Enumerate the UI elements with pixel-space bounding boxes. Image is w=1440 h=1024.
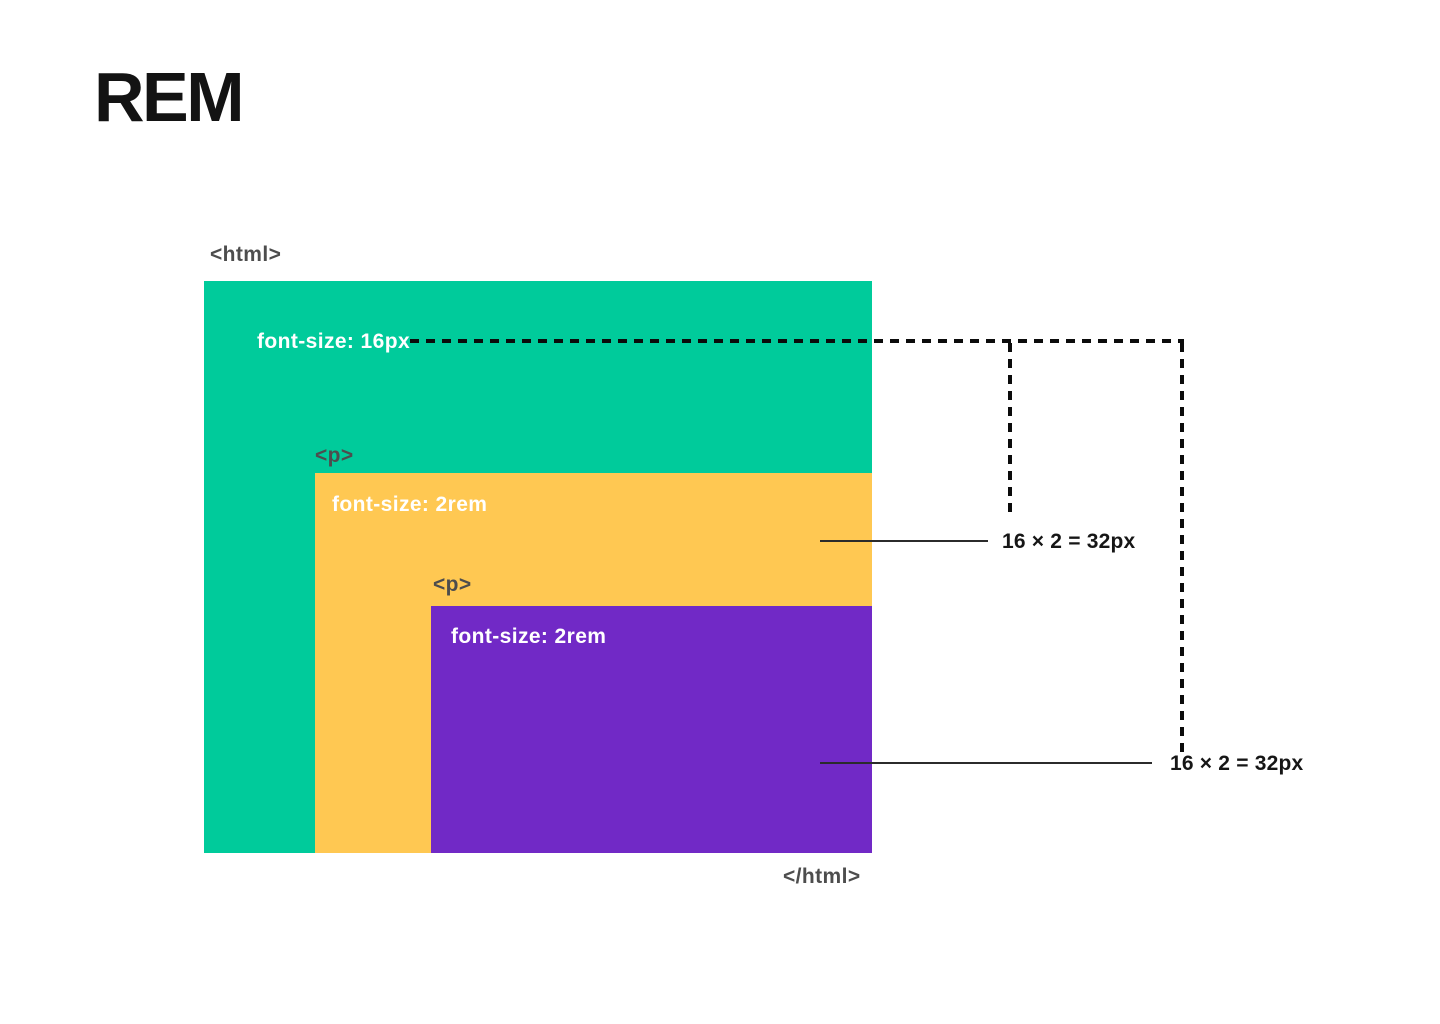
pointer-line-p1 xyxy=(820,540,988,542)
p2-font-size-text: font-size: 2rem xyxy=(451,625,607,648)
annotation-p2-calc: 16 × 2 = 32px xyxy=(1170,752,1304,775)
annotation-p1-calc: 16 × 2 = 32px xyxy=(1002,530,1136,553)
p2-tag-label: <p> xyxy=(433,573,472,596)
p1-tag-label: <p> xyxy=(315,444,354,467)
p2-element-box: font-size: 2rem xyxy=(431,606,872,853)
html-close-tag-label: </html> xyxy=(783,865,861,888)
html-element-box: font-size: 16px <p> font-size: 2rem <p> … xyxy=(204,281,872,853)
page-title: REM xyxy=(94,58,245,136)
html-font-size-text: font-size: 16px xyxy=(257,330,411,353)
dashed-line-vertical-p1 xyxy=(1008,343,1012,515)
dashed-line-horizontal xyxy=(410,339,1184,343)
p1-element-box: font-size: 2rem <p> font-size: 2rem xyxy=(315,473,872,853)
p1-font-size-text: font-size: 2rem xyxy=(332,493,488,516)
html-open-tag-label: <html> xyxy=(210,243,282,266)
pointer-line-p2 xyxy=(820,762,1152,764)
dashed-line-vertical-p2 xyxy=(1180,343,1184,752)
